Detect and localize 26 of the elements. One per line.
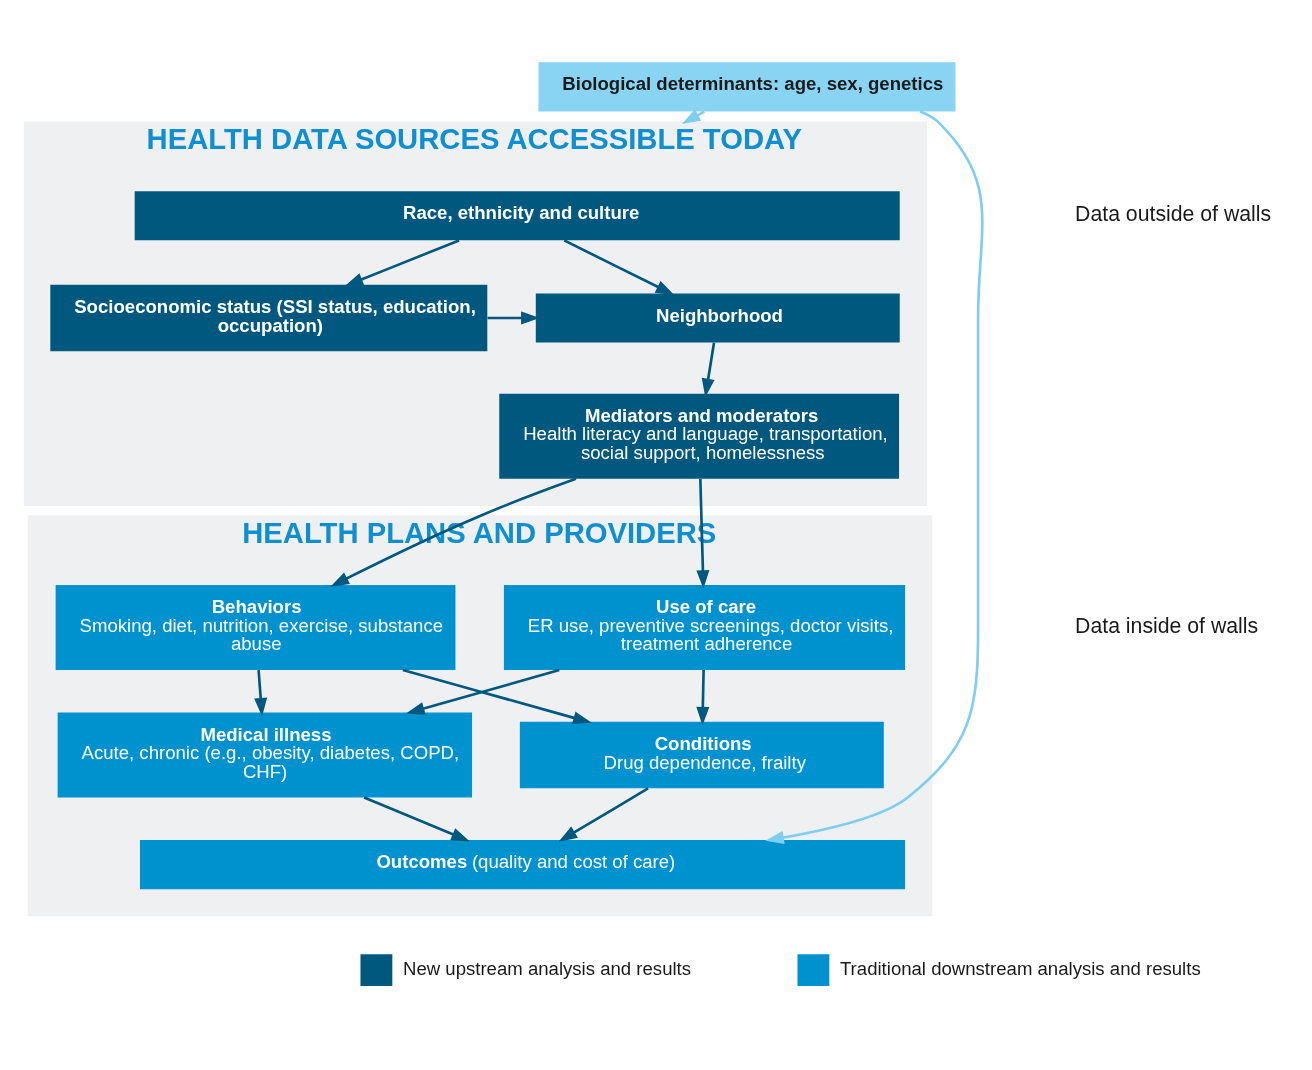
node-box: Behaviors Smoking, diet, nutrition, exercise, substance abuse: [55, 584, 456, 670]
arrow: [363, 795, 470, 841]
arrow: [254, 669, 268, 716]
arrow: [696, 478, 710, 589]
label: Data inside of walls: [1075, 613, 1259, 638]
node-box: Use of care ER use, preventive screenings, doctor visits, treatment adherence: [503, 584, 906, 670]
node-box: Mediators and moderators Health literacy and language, transportation, social support, homelessness: [499, 393, 900, 479]
legend-label: New upstream analysis and results: [402, 957, 692, 979]
node-box: Biological determinants: age, sex, genetics: [538, 61, 956, 111]
label: Data outside of walls: [1075, 201, 1272, 226]
arrow: [765, 109, 984, 844]
node-box: Outcomes (quality and cost of care): [140, 839, 906, 889]
node-box: Medical illness Acute, chronic (e.g., obesity, diabetes, COPD, CHF): [57, 712, 473, 797]
node-box: Conditions Drug dependence, frailty: [519, 721, 884, 788]
arrow: [558, 786, 649, 842]
legend-label: Traditional downstream analysis and results: [839, 957, 1201, 979]
arrow: [344, 238, 460, 286]
arrow: [563, 238, 675, 295]
arrow: [696, 669, 710, 726]
arrow: [405, 668, 560, 715]
arrow: [681, 108, 705, 124]
arrow: [701, 342, 716, 397]
arrow: [402, 668, 592, 724]
node-box: Race, ethnicity and culture: [134, 190, 900, 240]
node-box: Socioeconomic status (SSI status, education, occupation): [50, 284, 488, 351]
node-box: Neighborhood: [535, 292, 900, 343]
